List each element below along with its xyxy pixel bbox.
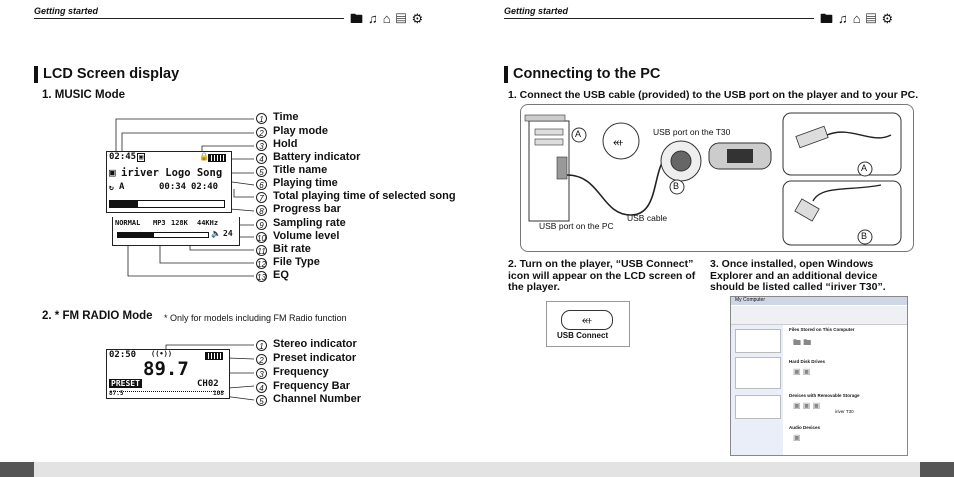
- music-mode-heading: 1. MUSIC Mode: [42, 89, 125, 101]
- fm-frequency: 89.7: [143, 358, 189, 380]
- fm-lcd-time: 02:50: [109, 350, 136, 360]
- music-note-icon: ♫: [368, 11, 383, 26]
- stereo-icon: ((•)): [151, 350, 172, 358]
- lcd-volume: 24: [223, 229, 233, 238]
- speaker-icon: 🔈: [211, 229, 221, 238]
- fm-mode-heading: 2. * FM RADIO Mode: [42, 310, 153, 322]
- marker-b-t30: B: [673, 181, 679, 191]
- footer-tab-right: [920, 462, 954, 477]
- step-2: 2. Turn on the player, “USB Connect” ico…: [508, 259, 702, 294]
- marker-a-box: A: [861, 163, 867, 173]
- marker-b-box: B: [861, 231, 867, 241]
- document-icon: ▤: [866, 11, 882, 26]
- usb-connect-screen: ⬴ USB Connect: [546, 301, 630, 347]
- explorer-window: My Computer Files Stored on This Compute…: [730, 296, 908, 456]
- repeat-icon: ↻: [109, 183, 114, 192]
- fm-channel-number: CH02: [197, 379, 219, 389]
- header-rule: [34, 18, 344, 19]
- explorer-section-audio: Audio Devices: [789, 425, 820, 430]
- fm-band-low: 87.5: [109, 390, 123, 397]
- fm-frequency-bar: [110, 391, 224, 392]
- battery-icon: [208, 154, 226, 162]
- explorer-toolbar: [731, 306, 907, 325]
- page-title-right: Connecting to the PC: [513, 66, 660, 82]
- explorer-item-iriver[interactable]: iriver T30: [835, 409, 854, 414]
- fm-battery-icon: [205, 352, 223, 360]
- marker-a-pc: A: [575, 129, 581, 139]
- page-header-label-right: Getting started: [504, 6, 568, 16]
- explorer-title-bar: My Computer: [731, 297, 907, 305]
- lcd-total-time: 02:40: [191, 182, 218, 192]
- header-icons-right: 🖿♫⌂▤⚙: [820, 10, 898, 32]
- lcd-eq-bar: [117, 232, 209, 238]
- folder-icon: 🖿: [350, 11, 368, 26]
- drive-icon: ▣ ▣: [793, 367, 810, 376]
- label-usb-cable: USB cable: [627, 213, 667, 223]
- removable-drive-icon: ▣ ▣ ▣: [793, 401, 820, 410]
- lcd-title-name: iriver Logo Song: [121, 167, 222, 179]
- explorer-title: My Computer: [735, 297, 765, 303]
- explorer-side-panel: [731, 325, 783, 455]
- audio-device-icon: ▣: [793, 433, 801, 442]
- lcd-eq: NORMAL: [115, 219, 140, 227]
- fm-mode-note: * Only for models including FM Radio fun…: [164, 313, 347, 323]
- home-icon: ⌂: [383, 11, 396, 26]
- usb-connect-label: USB Connect: [557, 331, 608, 340]
- lcd-play-mode: A: [119, 182, 124, 192]
- folder-icon: 🖿: [820, 11, 838, 26]
- lcd-time: 02:45: [109, 152, 136, 162]
- lcd-bit-rate: 128K: [171, 219, 188, 227]
- fm-band-high: 108: [213, 390, 224, 397]
- fm-lcd-screen: 02:50 ((•)) 89.7 PRESET CH02 87.5 108: [106, 349, 230, 399]
- home-icon: ⌂: [853, 11, 866, 26]
- explorer-section-removable: Devices with Removable Storage: [789, 393, 860, 398]
- folder-icon: 🖿 🖿: [793, 337, 811, 351]
- label-port-t30: USB port on the T30: [653, 127, 730, 137]
- file-icon: ▣: [109, 166, 116, 179]
- gear-icon: ⚙: [411, 11, 428, 26]
- progress-fill: [110, 201, 138, 207]
- step-1: 1. Connect the USB cable (provided) to t…: [508, 89, 918, 101]
- preset-indicator: PRESET: [109, 379, 142, 388]
- explorer-section-files: Files Stored on This Computer: [789, 327, 855, 332]
- music-lcd-diagram: 02:45 ▣ 🔒 ▣ iriver Logo Song ↻ A 00:34 0…: [106, 113, 446, 288]
- gear-icon: ⚙: [881, 11, 898, 26]
- document-icon: ▤: [396, 11, 412, 26]
- connection-diagram: ⬴ A B A B USB port on the T30 USB cable …: [520, 104, 914, 252]
- usb-connect-icon: ⬴: [561, 310, 613, 330]
- title-bar-marker: [34, 66, 38, 83]
- footer-bar: [0, 462, 954, 477]
- page-title: LCD Screen display: [43, 66, 179, 82]
- svg-text:⬴: ⬴: [613, 135, 624, 150]
- music-lcd-status: NORMAL MP3 128K 44KHz 🔈 24: [112, 217, 240, 246]
- lcd-fm-tag: ▣: [137, 153, 145, 162]
- header-icons: 🖿♫⌂▤⚙: [350, 10, 428, 32]
- music-note-icon: ♫: [838, 11, 853, 26]
- lcd-sampling-rate: 44KHz: [197, 219, 218, 227]
- header-rule-right: [504, 18, 814, 19]
- page-header-label: Getting started: [34, 6, 98, 16]
- title-bar-marker-right: [504, 66, 508, 83]
- lcd-playing-time: 00:34: [159, 182, 186, 192]
- footer-tab-left: [0, 462, 34, 477]
- step-3: 3. Once installed, open Windows Explorer…: [710, 259, 910, 294]
- music-lcd-screen: 02:45 ▣ 🔒 ▣ iriver Logo Song ↻ A 00:34 0…: [106, 151, 232, 213]
- lcd-file-type: MP3: [153, 219, 166, 227]
- label-port-pc: USB port on the PC: [539, 221, 614, 231]
- lcd-progress-bar: [109, 200, 225, 208]
- explorer-section-hdd: Hard Disk Drives: [789, 359, 825, 364]
